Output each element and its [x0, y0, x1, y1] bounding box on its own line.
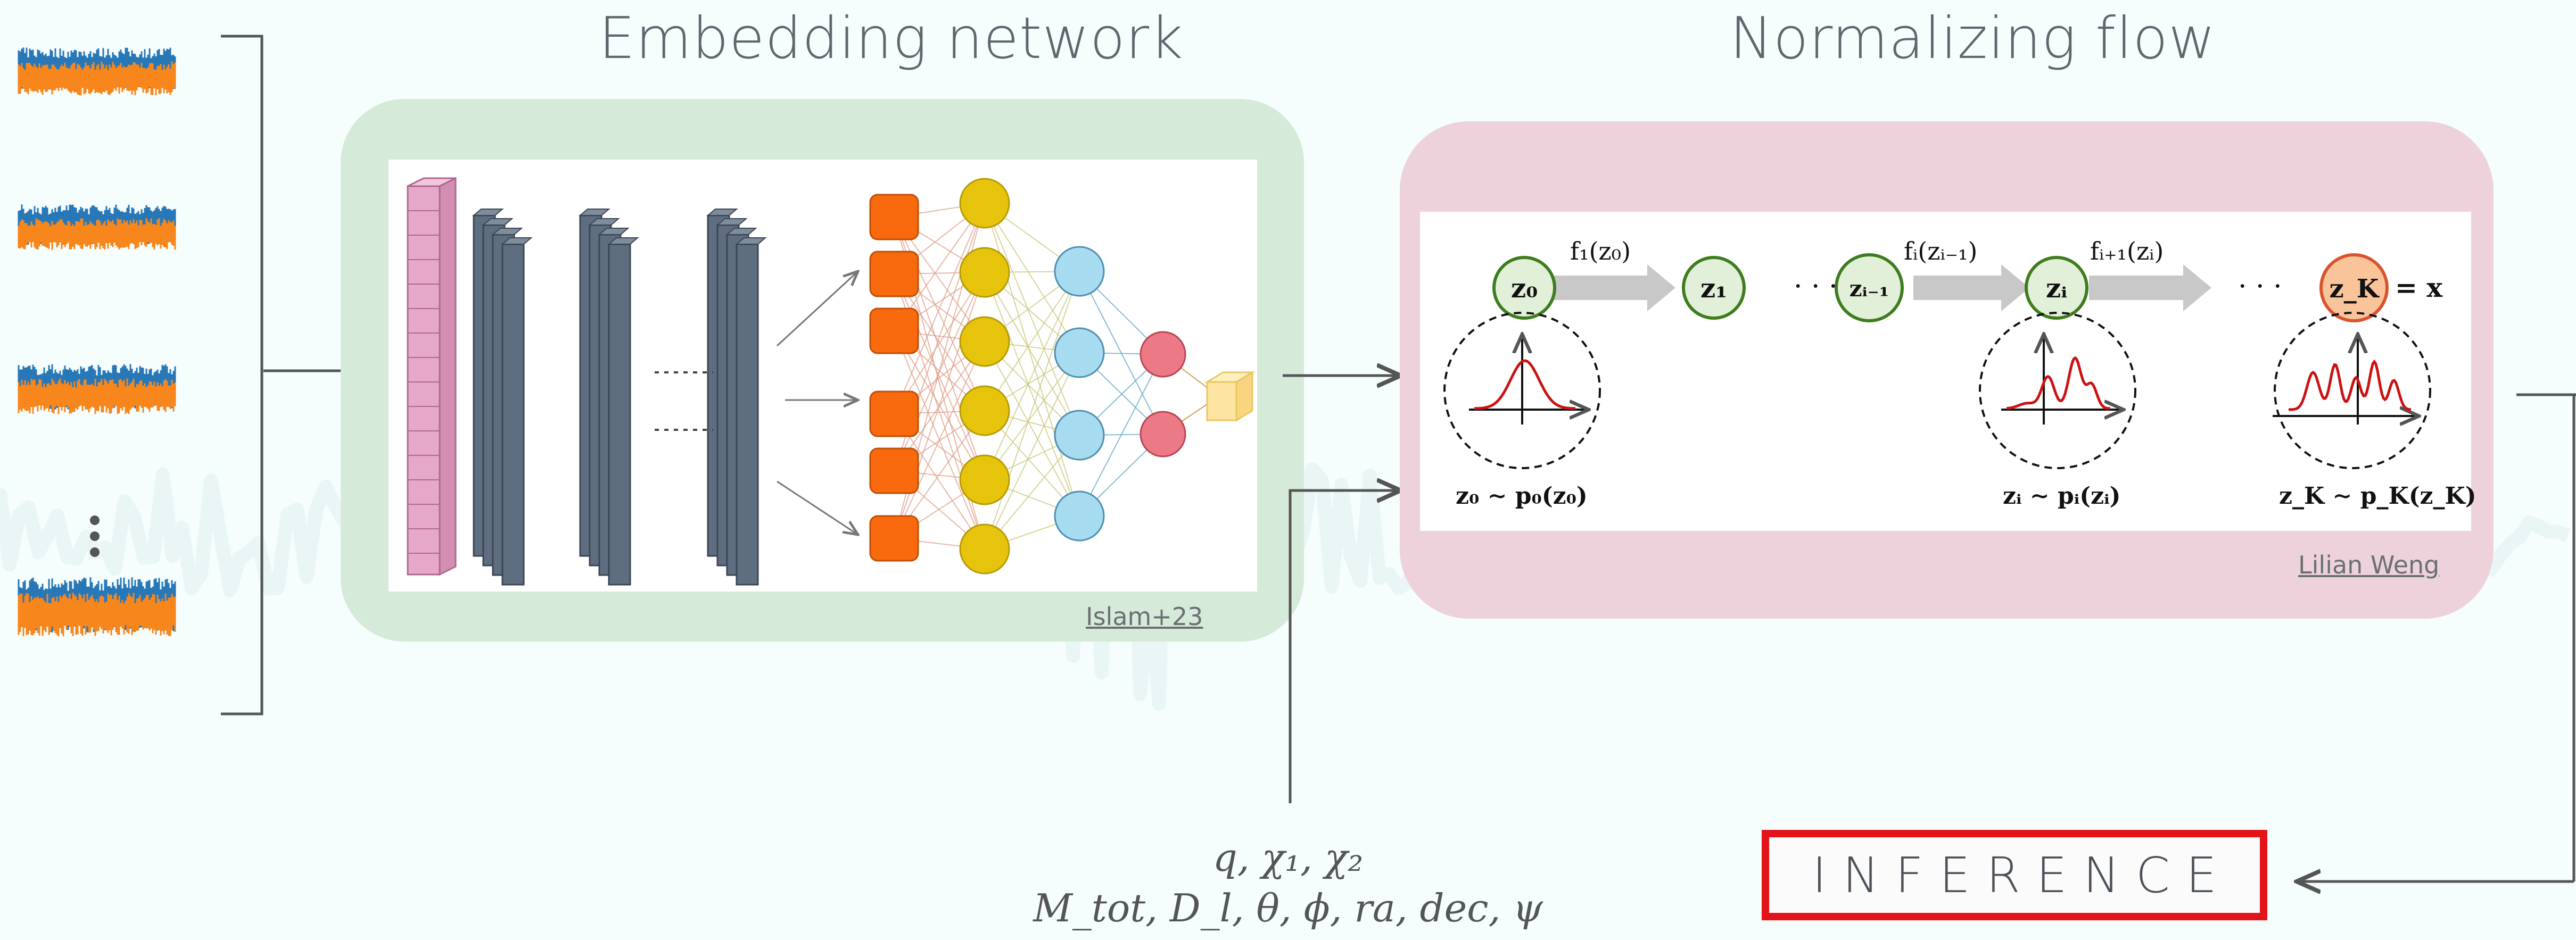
strain-trace-1-orange	[18, 61, 176, 96]
embedding-figure	[389, 160, 1257, 592]
hidden2-node-1	[1054, 246, 1105, 297]
transform-f1-label: f₁(z₀)	[1570, 237, 1631, 265]
transform-fi-label: fᵢ(zᵢ₋₁)	[1904, 237, 1977, 265]
hidden3-node-1	[1140, 331, 1186, 378]
dense-input-node-6	[869, 515, 919, 562]
inference-box: INFERENCE	[1762, 830, 2267, 920]
dist-zK-label: z_K ∼ p_K(z_K)	[2279, 483, 2476, 510]
hidden2-node-3	[1054, 410, 1105, 461]
convolution-layers	[472, 209, 767, 586]
conv-slab-2-4	[608, 243, 631, 586]
density-zi	[1979, 312, 2136, 469]
flow-node-zi: zᵢ	[2025, 256, 2088, 320]
hidden1-node-6	[959, 523, 1010, 575]
flow-figure	[1420, 212, 2471, 531]
flow-transform-arrows	[1554, 264, 2211, 311]
strain-trace-2-orange	[18, 218, 176, 250]
transform-fi1-label: fᵢ₊₁(zᵢ)	[2090, 237, 2164, 265]
parameters-to-flow-arrow	[1289, 490, 1401, 803]
hidden1-node-5	[959, 454, 1010, 505]
dist-z0-label: z₀ ∼ p₀(z₀)	[1456, 483, 1588, 510]
dense-layers	[869, 178, 1186, 575]
conv-ellipsis	[655, 371, 713, 431]
embedding-credit-link[interactable]: Islam+23	[1086, 602, 1203, 631]
flow-node-zi-1: zᵢ₋₁	[1835, 253, 1904, 322]
dist-zi-label: zᵢ ∼ pᵢ(zᵢ)	[2003, 483, 2120, 510]
flow-ellipsis-1: · · ·	[1794, 271, 1838, 303]
dense-input-node-1	[869, 194, 919, 240]
strain-timeseries-stack	[18, 47, 176, 637]
zim1-label: zᵢ₋₁	[1850, 276, 1889, 302]
ellipsis-dots	[90, 515, 100, 557]
dense-input-node-3	[869, 307, 919, 354]
hidden2-node-2	[1054, 327, 1105, 378]
flow-node-z0: z₀	[1492, 256, 1556, 320]
flow-to-inference-arrow	[2297, 393, 2576, 881]
embedding-network-title: Embedding network	[599, 5, 1184, 72]
conv-slab-1-4	[501, 243, 525, 586]
z1-label: z₁	[1700, 272, 1727, 304]
hidden1-node-3	[959, 316, 1010, 367]
hidden1-node-4	[959, 385, 1010, 436]
z0-label: z₀	[1511, 272, 1538, 304]
flow-credit-link[interactable]: Lilian Weng	[2298, 551, 2440, 579]
embedding-output-cube	[1204, 371, 1256, 422]
flatten-arrows	[776, 271, 858, 535]
strain-trace-3-orange	[18, 378, 176, 414]
density-z0	[1443, 312, 1601, 469]
conv-slab-3-4	[736, 243, 759, 586]
dense-input-node-5	[869, 447, 919, 494]
flow-ellipsis-2: · · ·	[2238, 271, 2282, 303]
spin-mass-parameters: q, χ₁, χ₂	[1212, 835, 1364, 880]
input-bracket	[221, 35, 263, 716]
flow-node-zK: z_K	[2319, 253, 2389, 322]
equals-x-label: = x	[2395, 272, 2443, 303]
zK-label: z_K	[2330, 274, 2380, 304]
input-vector	[407, 177, 457, 576]
density-zK	[2273, 312, 2431, 469]
normalizing-flow-title: Normalizing flow	[1730, 5, 2216, 72]
hidden1-node-2	[959, 247, 1010, 298]
dense-input-node-2	[869, 251, 919, 297]
strain-trace-4-orange	[18, 593, 176, 637]
hidden2-node-4	[1054, 490, 1105, 542]
flow-node-z1: z₁	[1682, 256, 1746, 320]
dense-input-node-4	[869, 390, 919, 437]
hidden3-node-2	[1140, 411, 1186, 457]
zi-label: zᵢ	[2046, 272, 2067, 304]
inference-label: INFERENCE	[1812, 846, 2233, 904]
hidden1-node-1	[959, 178, 1010, 229]
extrinsic-parameters: M_tot, D_l, θ, ϕ, ra, dec, ψ	[1033, 886, 1543, 930]
